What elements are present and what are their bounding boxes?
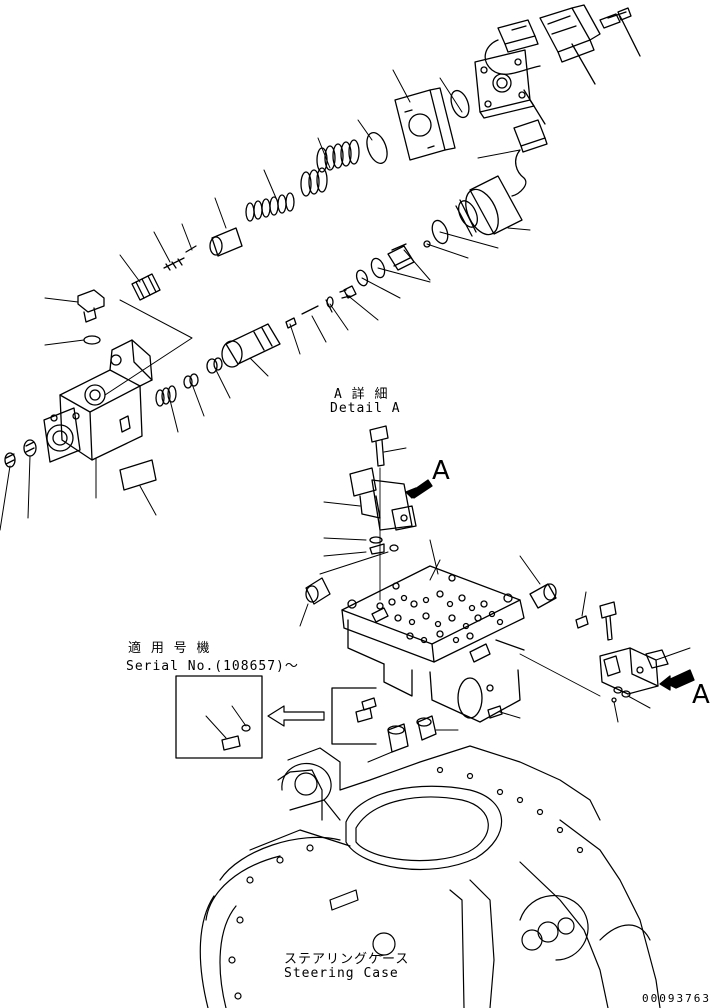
steering-case-jp-label: ステアリングケース [284,952,410,967]
drawing-number: 00093763 [642,992,711,1005]
left-plugs [0,440,36,530]
steering-case-en-label: Steering Case [284,966,399,981]
left-spacer-parts [156,358,230,432]
serial-en-label: Serial No.(108657)～ [126,659,299,674]
spacer-block [358,70,472,166]
detail-a-jp-label: A 詳 細 [334,387,389,402]
view-marker-a-right: A [692,680,710,710]
detail-a-solenoid [320,426,432,600]
valve-plate [342,540,524,722]
plug-parts [326,244,430,330]
view-marker-a-top: A [432,456,450,486]
spool-column [120,138,359,376]
serial-box [176,676,324,758]
right-solenoid-detail [520,602,694,722]
top-solenoid-assembly [475,5,640,124]
valve-body [44,340,156,515]
detail-a-en-label: Detail A [330,401,401,416]
solenoid-connector-2 [478,120,547,196]
plate-plugs [300,556,588,718]
steering-case [200,746,660,1008]
replaced-part-box [332,688,458,762]
serial-jp-label: 適 用 号 機 [128,641,211,656]
cap-bolt-left [45,290,192,395]
solenoid-cylinder [424,176,530,258]
